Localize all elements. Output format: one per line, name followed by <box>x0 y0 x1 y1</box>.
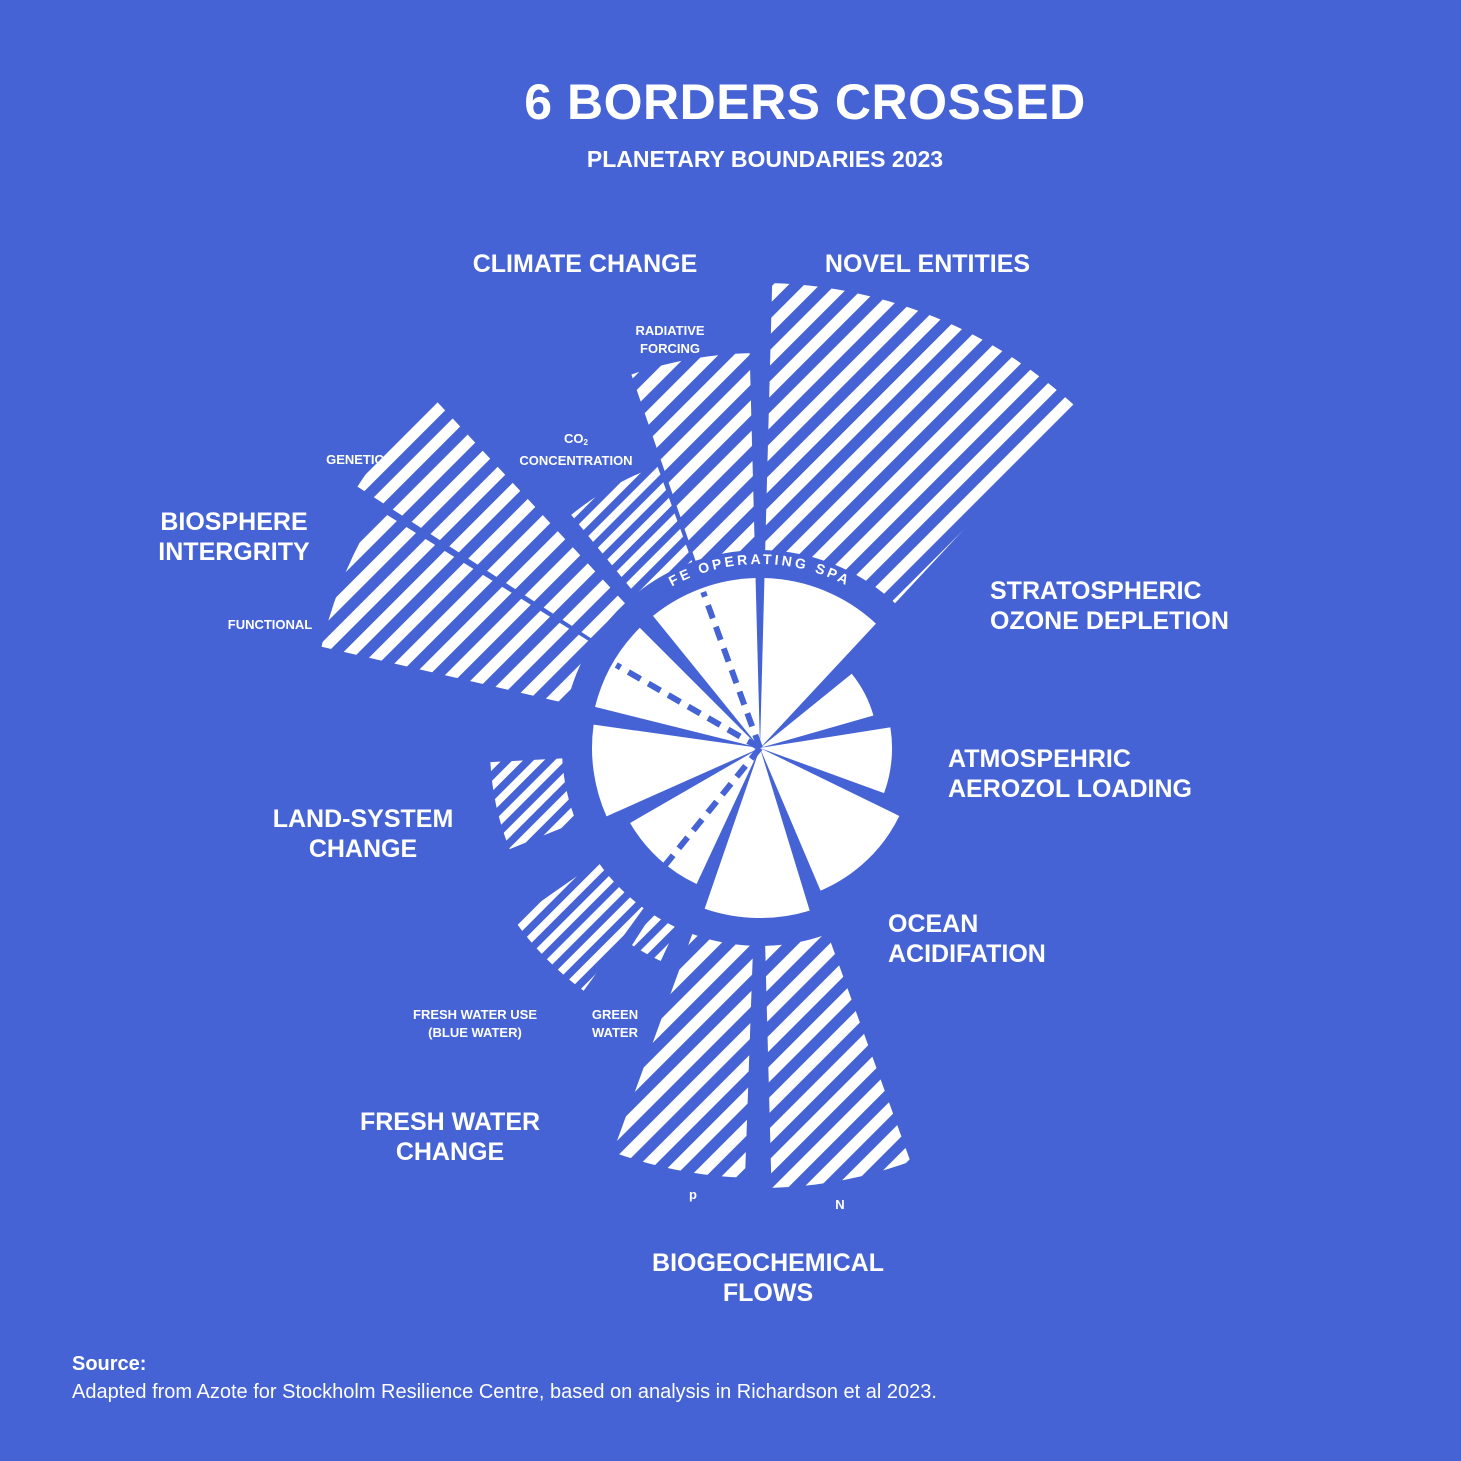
label-novel-entities: NOVEL ENTITIES <box>824 250 1031 278</box>
wedge-novel-entities <box>765 283 1078 604</box>
label-nitrogen: N <box>835 1197 845 1212</box>
label-fresh-water-change: FRESH WATER CHANGE <box>359 1108 541 1166</box>
wedge-phosphorus <box>612 934 754 1178</box>
sector-aerosol-loading <box>760 727 893 794</box>
sector-biosphere <box>595 627 760 748</box>
sector-fresh-water <box>630 748 760 884</box>
label-co2-concentration: CO2 CONCENTRATION <box>519 431 633 468</box>
sector-ocean-acidification <box>760 748 900 891</box>
sector-biogeochemical <box>704 748 810 919</box>
label-genetic: GENETIC <box>326 452 384 467</box>
wedge-functional <box>321 509 593 704</box>
label-ocean-acidification: OCEAN ACIDIFATION <box>888 910 1046 968</box>
wedge-radiative-forcing <box>631 353 755 561</box>
source-heading: Source: <box>72 1353 147 1375</box>
sub-divider-1 <box>614 662 762 751</box>
page-subtitle: PLANETARY BOUNDARIES 2023 <box>586 146 944 172</box>
sector-novel-entities <box>760 578 876 748</box>
wedge-blue-water <box>514 861 644 991</box>
label-green-water: GREEN WATER <box>591 1007 639 1040</box>
sector-climate <box>653 578 760 748</box>
label-biogeochemical-flows: BIOGEOCHEMICAL FLOWS <box>652 1249 884 1307</box>
label-climate-change: CLIMATE CHANGE <box>472 250 698 278</box>
page-title: 6 BORDERS CROSSED <box>524 74 1086 130</box>
sub-divider-2 <box>653 746 763 879</box>
wedge-co2-concentration <box>571 466 693 595</box>
label-functional: FUNCTIONAL <box>227 617 313 632</box>
label-blue-water: FRESH WATER USE (BLUE WATER) <box>413 1007 537 1040</box>
sector-stratospheric-ozone <box>760 673 874 748</box>
label-land-system-change: LAND-SYSTEM CHANGE <box>272 805 454 863</box>
sector-land-system <box>592 724 760 817</box>
label-biosphere-integrity: BIOSPHERE INTERGRITY <box>158 508 310 566</box>
source-text: Adapted from Azote for Stockholm Resilie… <box>72 1381 937 1403</box>
sub-divider-0 <box>700 590 763 750</box>
wedge-genetic <box>357 396 625 641</box>
wedge-land-system <box>490 758 577 850</box>
label-aerosol-loading: ATMOSPEHRIC AEROZOL LOADING <box>948 745 1192 803</box>
wedge-green-water <box>632 914 677 961</box>
label-stratospheric-ozone: STRATOSPHERIC OZONE DEPLETION <box>990 577 1229 635</box>
label-radiative-forcing: RADIATIVE FORCING <box>635 323 705 356</box>
wedge-nitrogen <box>765 934 911 1188</box>
label-phosphorus: p <box>689 1187 697 1202</box>
